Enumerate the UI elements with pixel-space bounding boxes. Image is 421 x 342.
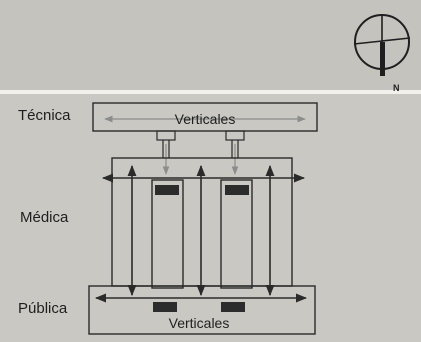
connector-right: [225, 130, 245, 175]
connector-left-cap: [156, 130, 176, 141]
publica-box: [88, 285, 316, 335]
channel-left: [151, 179, 184, 289]
compass-north-pointer: [380, 42, 385, 76]
connector-left: [156, 130, 176, 175]
top-band: [0, 0, 421, 92]
label-tecnica: Técnica: [18, 107, 71, 124]
compass-needle-horizontal: [353, 37, 411, 45]
elevator-block-medica-left: [155, 185, 179, 195]
verticales-top-label: Verticales: [175, 111, 236, 127]
elevator-block-publica-right: [221, 302, 245, 312]
elevator-block-medica-right: [225, 185, 249, 195]
label-medica: Médica: [20, 209, 69, 226]
elevator-block-publica-left: [153, 302, 177, 312]
compass: N: [353, 14, 411, 93]
channel-right: [220, 179, 253, 289]
verticales-bottom-label: Verticales: [169, 315, 230, 331]
connector-right-cap: [225, 130, 245, 141]
north-label: N: [393, 83, 400, 93]
tecnica-box: [92, 102, 318, 132]
label-publica: Pública: [18, 300, 68, 317]
